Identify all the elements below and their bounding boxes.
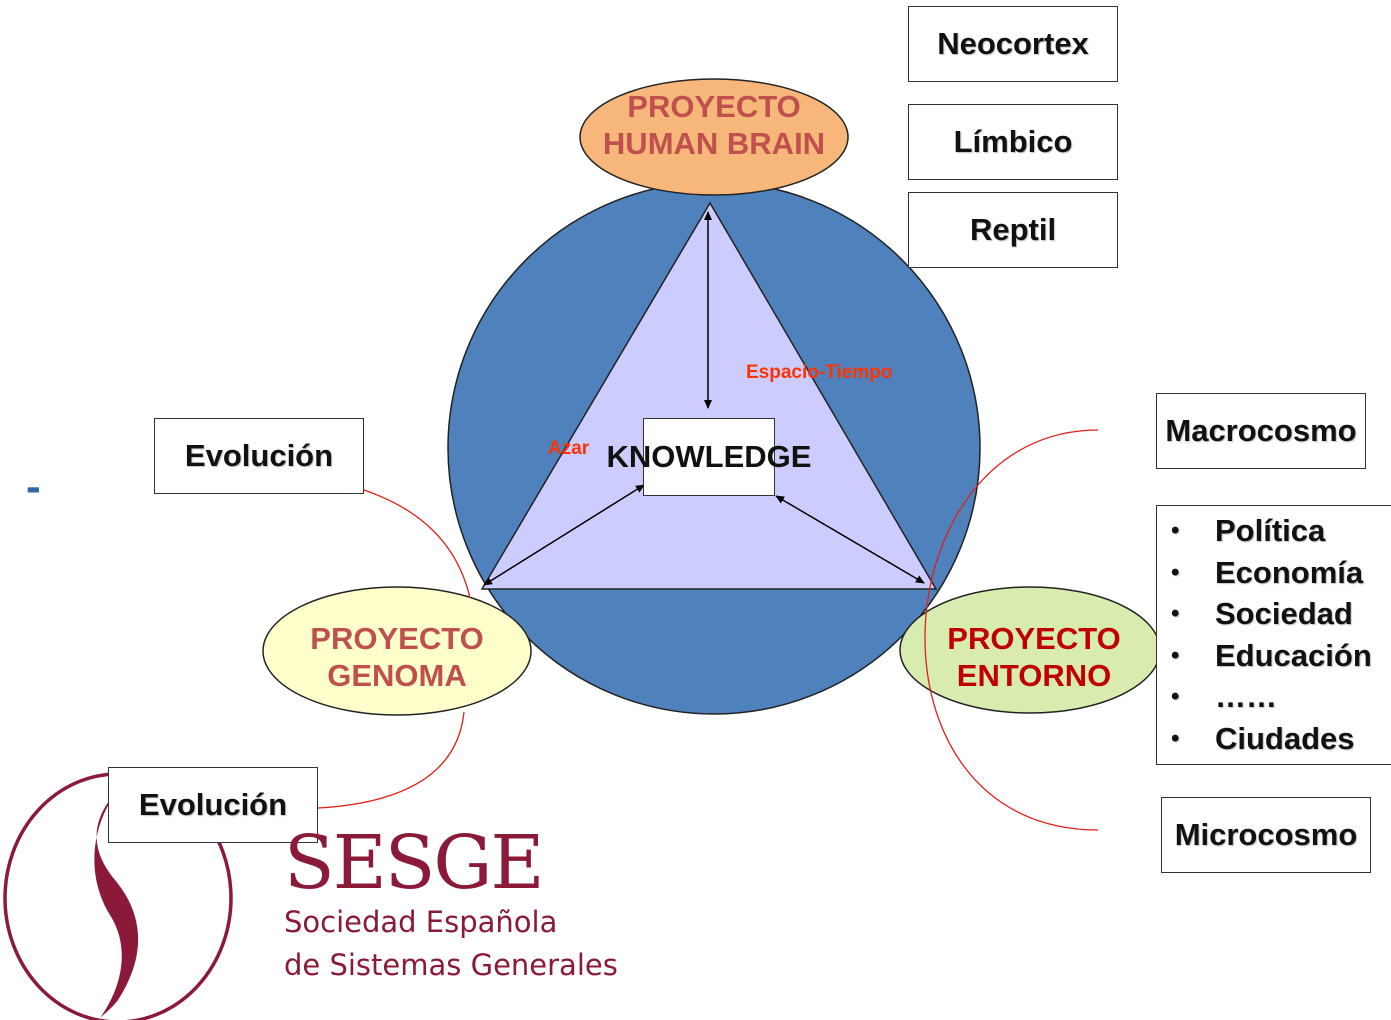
list-item: Educación — [1157, 635, 1391, 677]
label-entorno: PROYECTO ENTORNO — [900, 620, 1168, 694]
logo-acronym: SESGE — [284, 820, 545, 906]
list-item: Sociedad — [1157, 593, 1391, 635]
list-item: Economía — [1157, 552, 1391, 594]
box-reptil: Reptil — [908, 192, 1118, 268]
arrow-left — [483, 484, 645, 586]
label-human-brain: PROYECTO HUMAN BRAIN — [580, 88, 848, 162]
evolucion-bottom-label: Evolución — [138, 787, 288, 822]
genoma-line2: GENOMA — [327, 658, 467, 694]
entorno-line1: PROYECTO — [947, 621, 1121, 656]
label-genoma: PROYECTO GENOMA — [263, 620, 531, 694]
human-brain-line2: HUMAN BRAIN — [602, 126, 826, 162]
logo-line1: Sociedad Española — [284, 905, 558, 939]
environment-list-box: Política Economía Sociedad Educación …… … — [1156, 505, 1391, 765]
reptil-label: Reptil — [969, 212, 1057, 247]
box-neocortex: Neocortex — [908, 6, 1118, 82]
entorno-line2: ENTORNO — [956, 658, 1112, 694]
side-dash-mark: - — [26, 462, 41, 511]
box-evolucion-bottom: Evolución — [108, 767, 318, 843]
label-azar: Azar — [548, 438, 590, 459]
list-item: Ciudades — [1157, 718, 1391, 760]
box-evolucion-top: Evolución — [154, 418, 364, 494]
box-microcosmo: Microcosmo — [1161, 797, 1371, 873]
evolution-curve-bottom — [317, 711, 465, 809]
oval-human-brain — [579, 78, 849, 196]
label-espacio-tiempo: Espacio-Tiempo — [746, 362, 893, 383]
genoma-line1: PROYECTO — [310, 621, 484, 656]
evolucion-top-label: Evolución — [184, 438, 334, 473]
microcosmo-label: Microcosmo — [1174, 817, 1358, 852]
arrow-right — [775, 495, 925, 584]
macrocosmo-label: Macrocosmo — [1165, 413, 1357, 448]
evolution-curve-top — [363, 489, 471, 599]
list-item: Política — [1157, 510, 1391, 552]
list-item: …… — [1157, 676, 1391, 718]
knowledge-label: KNOWLEDGE — [606, 439, 812, 474]
knowledge-box: KNOWLEDGE — [607, 418, 811, 496]
macro-micro-arc — [924, 429, 1099, 831]
logo-line2: de Sistemas Generales — [284, 948, 618, 982]
neocortex-label: Neocortex — [937, 26, 1089, 61]
environment-list: Política Economía Sociedad Educación …… … — [1157, 506, 1391, 759]
box-limbico: Límbico — [908, 104, 1118, 180]
limbico-label: Límbico — [953, 124, 1073, 159]
box-macrocosmo: Macrocosmo — [1156, 393, 1366, 469]
oval-genoma — [262, 586, 532, 716]
human-brain-line1: PROYECTO — [627, 89, 801, 124]
